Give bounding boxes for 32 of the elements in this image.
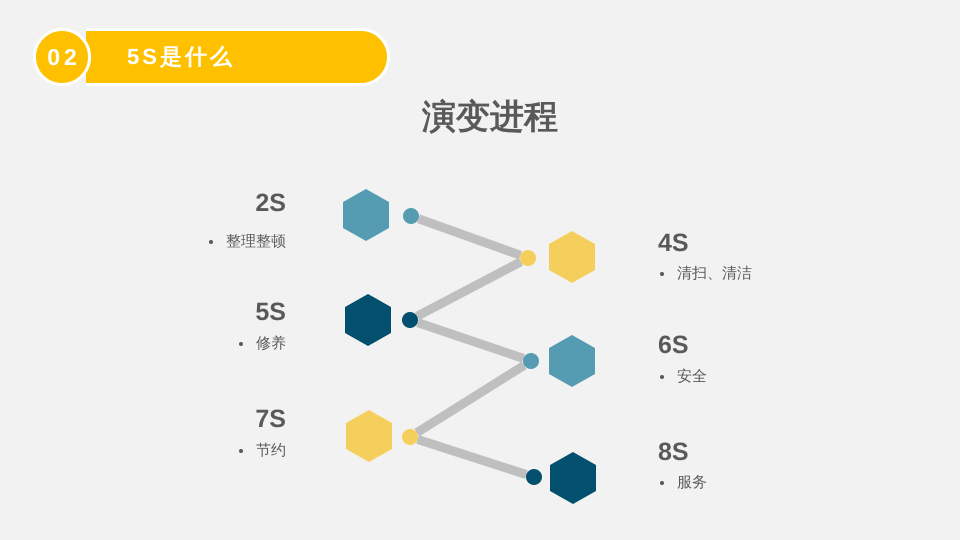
title: 演变进程 [420,97,559,138]
connector-line [414,258,524,320]
step-description: 清扫、清洁 [677,264,752,284]
connector-line [416,435,528,479]
step-description: 安全 [677,367,707,387]
hexagon-shape [550,452,596,504]
step-heading: 5S [255,297,286,328]
connector-line [416,318,525,363]
step-description: 修养 [256,334,286,354]
hexagon-shape [343,189,389,241]
timeline-dot [403,208,419,224]
hexagon-shape [345,294,391,346]
hexagon-shape [549,335,595,387]
timeline-dot [520,250,536,266]
timeline-dot [402,312,418,328]
section-number-circle: 02 [33,28,91,86]
step-heading: 7S [255,404,286,435]
step-description: 服务 [677,473,707,493]
timeline-dot [523,353,539,369]
step-heading: 8S [658,437,689,468]
timeline-dot [526,469,542,485]
connector-line [414,361,527,437]
step-description: 节约 [256,441,286,461]
step-heading: 6S [658,330,689,361]
timeline-dot [402,429,418,445]
step-heading: 2S [255,188,286,219]
step-heading: 4S [658,228,689,259]
section-banner: 5S是什么 [86,28,390,86]
connector-line [417,214,522,260]
hexagon-shape [549,231,595,283]
hexagon-shape [346,410,392,462]
step-description: 整理整顿 [226,232,286,252]
